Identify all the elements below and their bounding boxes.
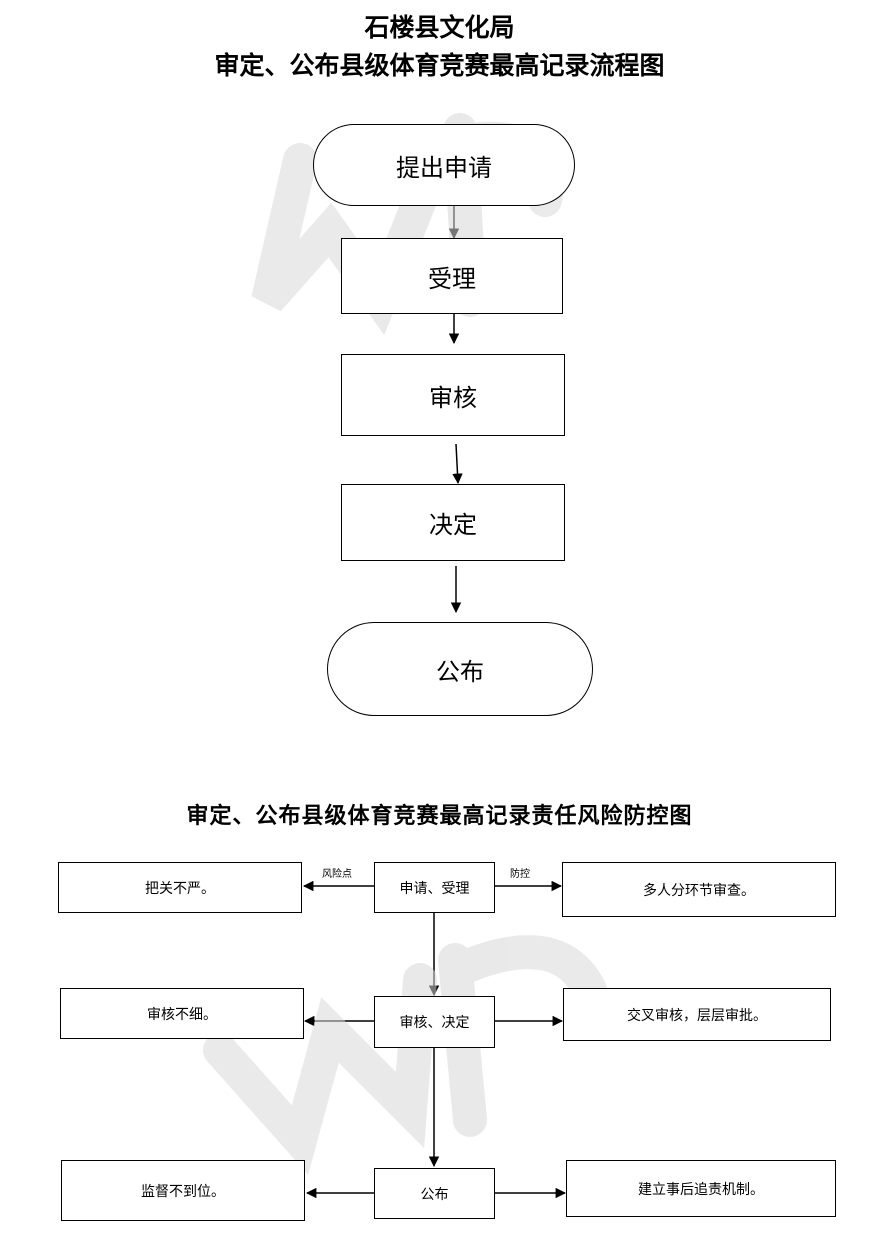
flow-step-review-label: 审核 [429, 383, 477, 412]
control-text-3: 建立事后追责机制。 [638, 1181, 764, 1198]
stage-text-1: 申请、受理 [399, 880, 470, 897]
stage-text-3: 公布 [420, 1186, 449, 1203]
control-box-3: 建立事后追责机制。 [566, 1160, 836, 1217]
risk-text-1: 把关不严。 [145, 880, 215, 897]
flow-step-accept-label: 受理 [428, 264, 476, 293]
flow-title: 审定、公布县级体育竞赛最高记录流程图 [214, 51, 665, 80]
risk-box-1: 把关不严。 [58, 862, 302, 913]
flow-step-publish: 公布 [327, 622, 593, 716]
flow-step-apply: 提出申请 [313, 124, 575, 206]
stage-box-2: 审核、决定 [374, 996, 495, 1048]
risk-point-label: 风险点 [322, 869, 352, 880]
risk-box-2: 审核不细。 [60, 988, 304, 1039]
risk-text-3: 监督不到位。 [141, 1183, 225, 1200]
risk-text-2: 审核不细。 [147, 1006, 217, 1023]
risk-title: 审定、公布县级体育竞赛最高记录责任风险防控图 [186, 804, 693, 829]
flow-step-publish-label: 公布 [436, 657, 484, 686]
stage-box-3: 公布 [374, 1168, 495, 1219]
stage-box-1: 申请、受理 [374, 862, 495, 913]
flow-step-apply-label: 提出申请 [396, 153, 492, 182]
risk-box-3: 监督不到位。 [61, 1160, 305, 1221]
org-title: 石楼县文化局 [364, 13, 515, 42]
control-label: 防控 [510, 869, 530, 880]
control-text-1: 多人分环节审查。 [643, 882, 755, 899]
flow-step-accept: 受理 [341, 238, 563, 314]
control-box-2: 交叉审核，层层审批。 [563, 988, 831, 1041]
flow-step-review: 审核 [341, 354, 565, 436]
flow-arrow-3 [452, 443, 463, 485]
control-text-2: 交叉审核，层层审批。 [627, 1007, 767, 1024]
stage-text-2: 审核、决定 [399, 1015, 470, 1031]
flow-step-decide: 决定 [341, 484, 565, 561]
flow-step-decide-label: 决定 [429, 511, 477, 539]
control-box-1: 多人分环节审查。 [562, 862, 836, 917]
